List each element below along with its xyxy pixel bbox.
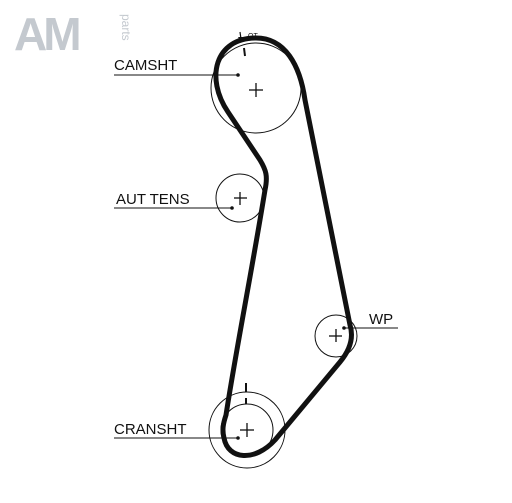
timing-belt (213, 35, 355, 458)
logo-mark: AM (14, 8, 79, 60)
water-pump-pulley (314, 314, 358, 358)
crankshaft-label: CRANSHT (114, 421, 187, 438)
crankshaft-center-cross (240, 423, 254, 437)
water-pump-leader-dot (342, 326, 346, 330)
camshaft-timing-mark (243, 47, 246, 57)
camshaft-leader-dot (236, 73, 240, 77)
tensioner-center-cross (234, 192, 247, 205)
tensioner-leader-dot (230, 206, 234, 210)
camshaft-label: CAMSHT (114, 57, 177, 74)
water-pump-label: WP (369, 311, 393, 328)
tensioner-label: AUT TENS (116, 191, 190, 208)
logo: AM parts (14, 8, 133, 60)
tdc-arrow-icon (238, 31, 244, 42)
water-pump-center-cross (329, 329, 342, 342)
camshaft-center-cross (249, 83, 263, 97)
crankshaft-leader-dot (236, 436, 240, 440)
tdc-label: OT (248, 33, 258, 40)
logo-subtext: parts (119, 14, 133, 41)
